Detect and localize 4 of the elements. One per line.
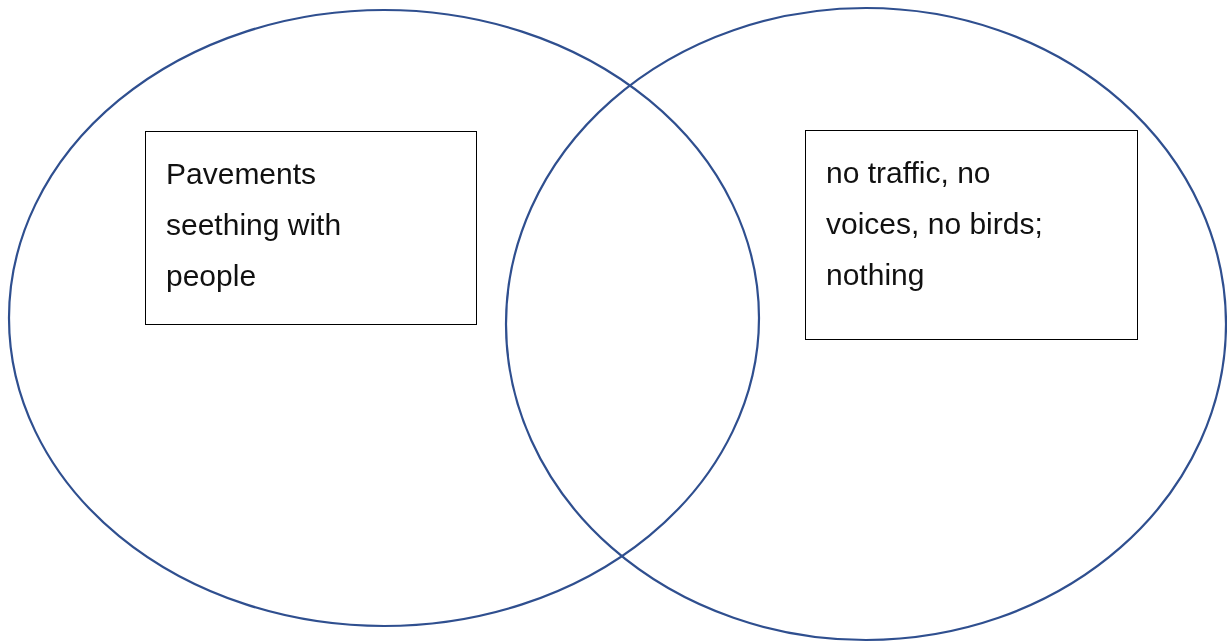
text-box — [145, 131, 477, 325]
box-text: Pavements seething with people — [166, 156, 343, 294]
text-box — [805, 130, 1138, 340]
box-text: no traffic, no voices, no birds; nothing — [826, 155, 1044, 293]
